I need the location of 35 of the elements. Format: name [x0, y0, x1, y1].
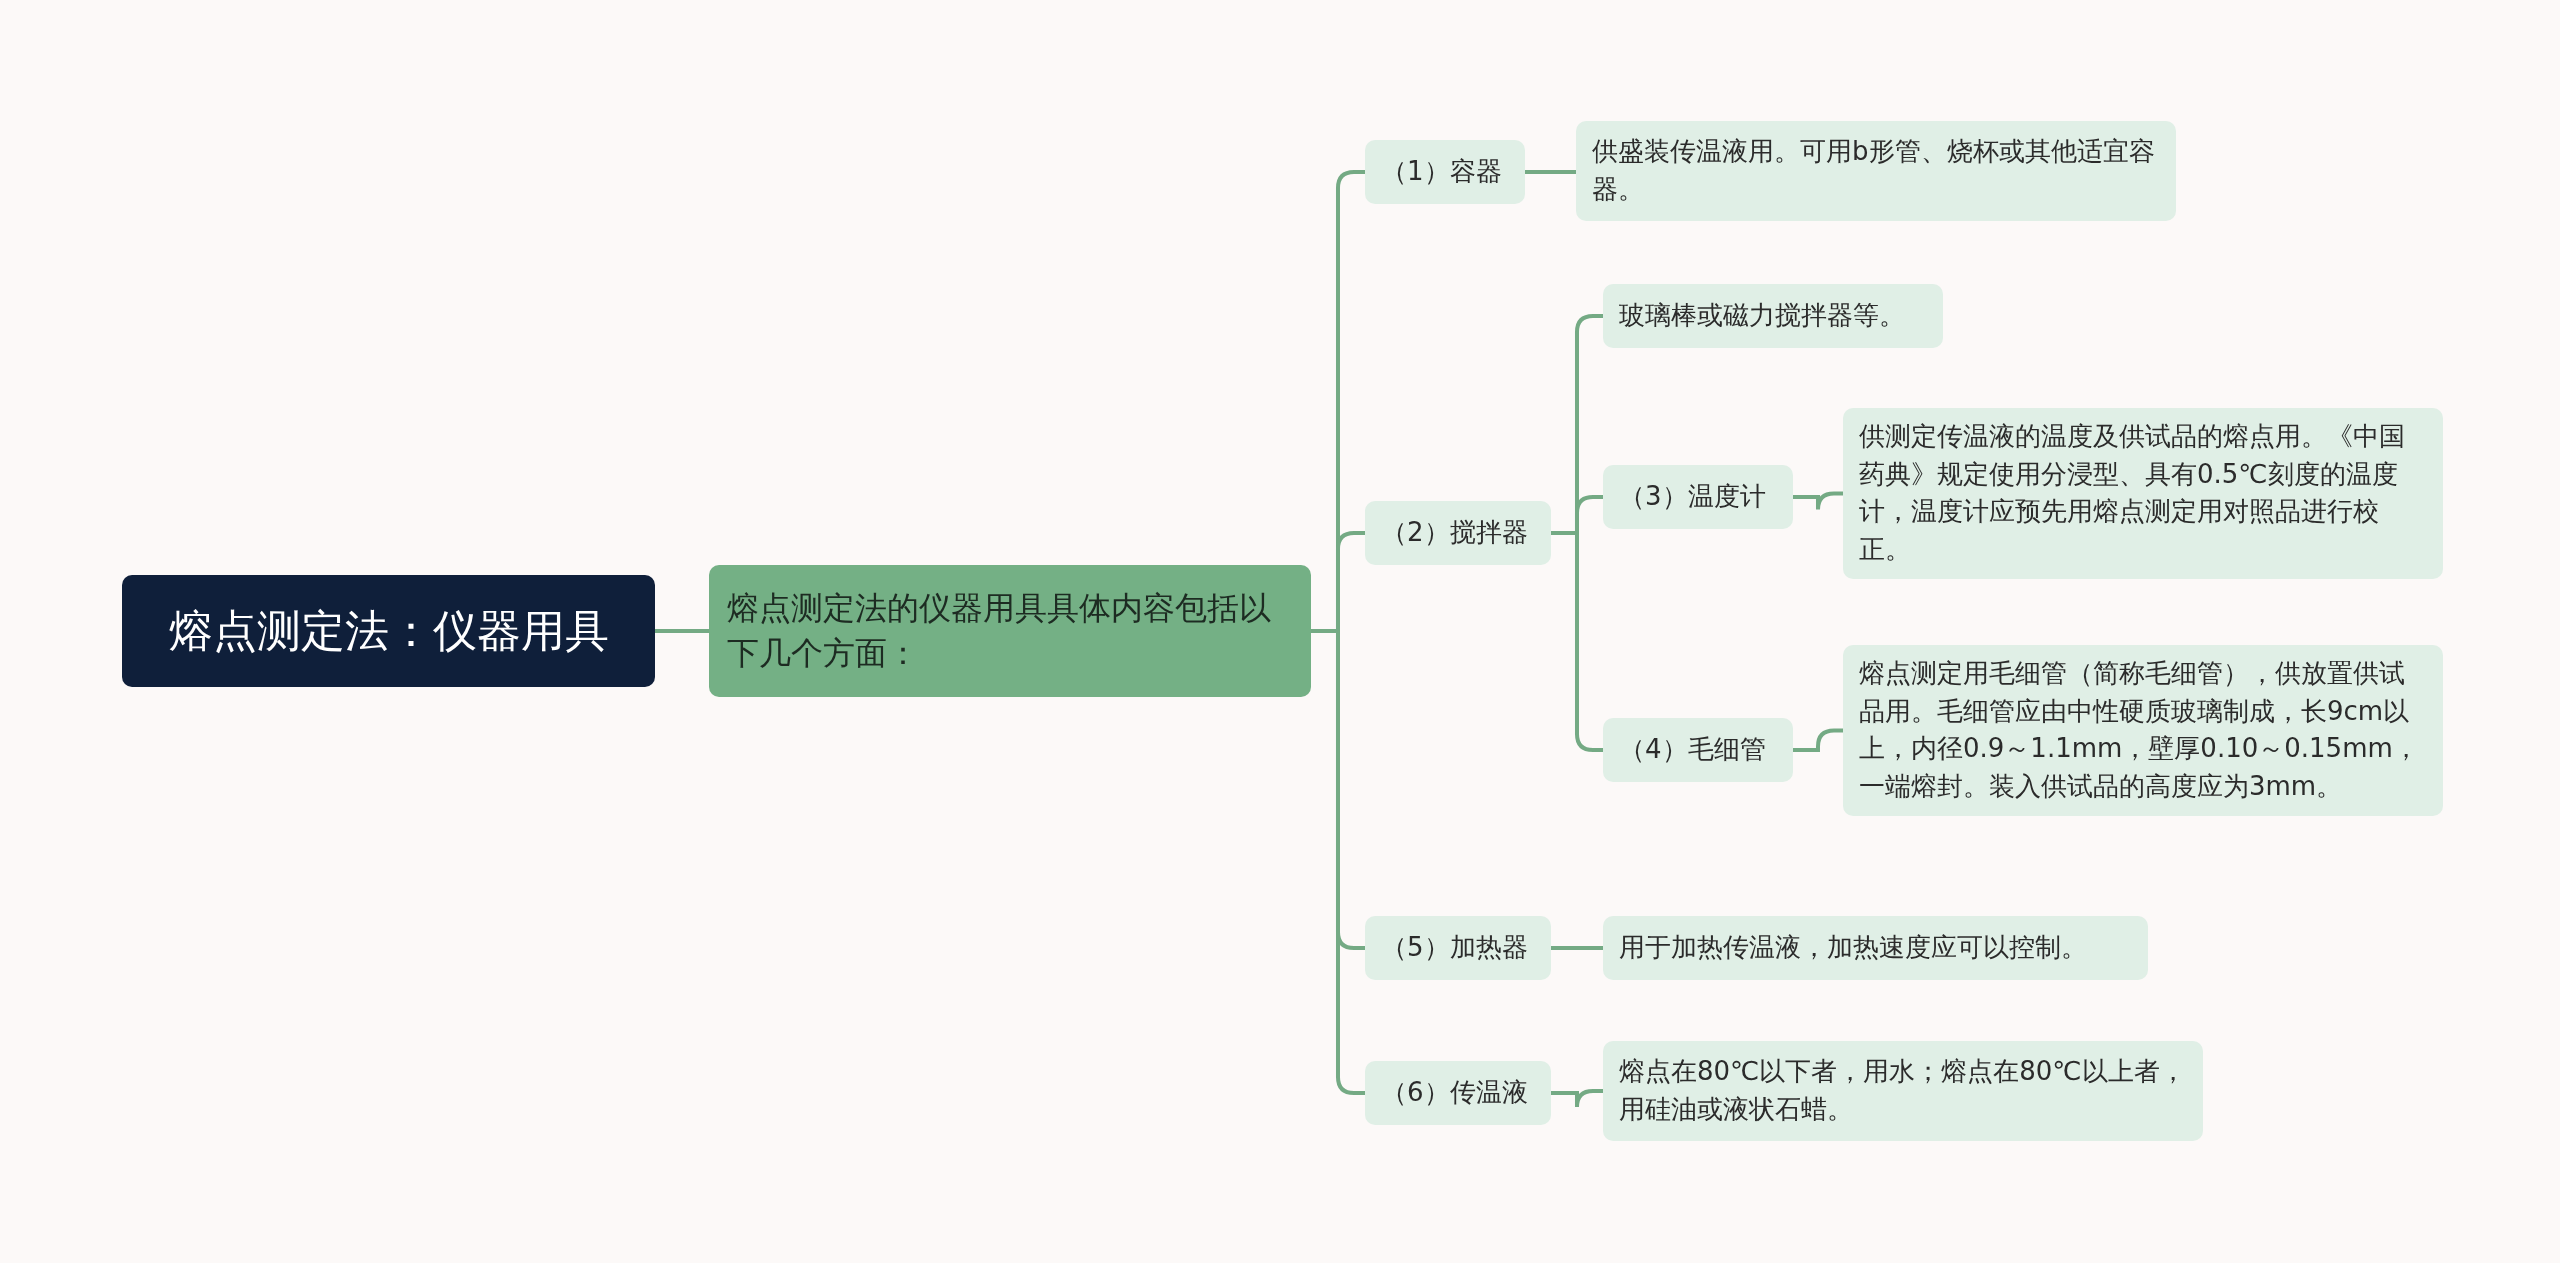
topic-text: （6）传温液 [1381, 1076, 1528, 1110]
connector-line [1551, 946, 1603, 950]
main-topic-box [709, 565, 1311, 697]
connector-line [1793, 491, 1843, 512]
subtopic-box [1603, 718, 1793, 782]
subtopic-box [1365, 1061, 1551, 1125]
topic-text: （2）搅拌器 [1381, 516, 1528, 550]
subtopic-box [1576, 121, 2176, 221]
topic-text: 熔点测定法：仪器用具 [168, 603, 609, 658]
connector-line [1525, 170, 1576, 174]
connector-line [1551, 1089, 1603, 1109]
topic-text: （5）加热器 [1381, 931, 1528, 965]
connector-line [1311, 629, 1365, 1095]
topic-text: 玻璃棒或磁力搅拌器等。 [1619, 299, 1905, 333]
subtopic-box [1365, 916, 1551, 980]
subtopic-box [1603, 465, 1793, 529]
topic-text: 供盛装传温液用。可用b形管、烧杯或其他适宜容器。 [1592, 135, 2156, 206]
topic-text: （1）容器 [1381, 155, 1502, 189]
subtopic-box [1843, 408, 2443, 579]
topic-text: 熔点在80℃以下者，用水；熔点在80℃以上者，用硅油或液状石蜡。 [1619, 1055, 2187, 1126]
subtopic-box [1603, 916, 2148, 980]
topic-text: 熔点测定用毛细管（简称毛细管），供放置供试品用。毛细管应由中性硬质玻璃制成，长9cm以上，内径0.9～1.1mm，壁厚0.10～0.15mm，一端熔封。装入供试品的高度应为3mm。 [1859, 657, 2420, 804]
subtopic-box [1843, 645, 2443, 816]
connector-line [655, 629, 709, 633]
topic-text: 熔点测定法的仪器用具具体内容包括以下几个方面： [727, 588, 1272, 674]
topic-text: 用于加热传温液，加热速度应可以控制。 [1619, 931, 2087, 965]
connector-line [1793, 728, 1843, 752]
subtopic-box [1603, 284, 1943, 348]
subtopic-box [1365, 140, 1525, 204]
subtopic-box [1603, 1041, 2203, 1141]
subtopic-box [1365, 501, 1551, 565]
root-topic-box [122, 575, 655, 687]
topic-text: 供测定传温液的温度及供试品的熔点用。《中国药典》规定使用分浸型、具有0.5℃刻度的温度计，温度计应预先用熔点测定用对照品进行校正。 [1859, 420, 2406, 567]
topic-text: （4）毛细管 [1619, 733, 1766, 767]
topic-text: （3）温度计 [1619, 480, 1766, 514]
